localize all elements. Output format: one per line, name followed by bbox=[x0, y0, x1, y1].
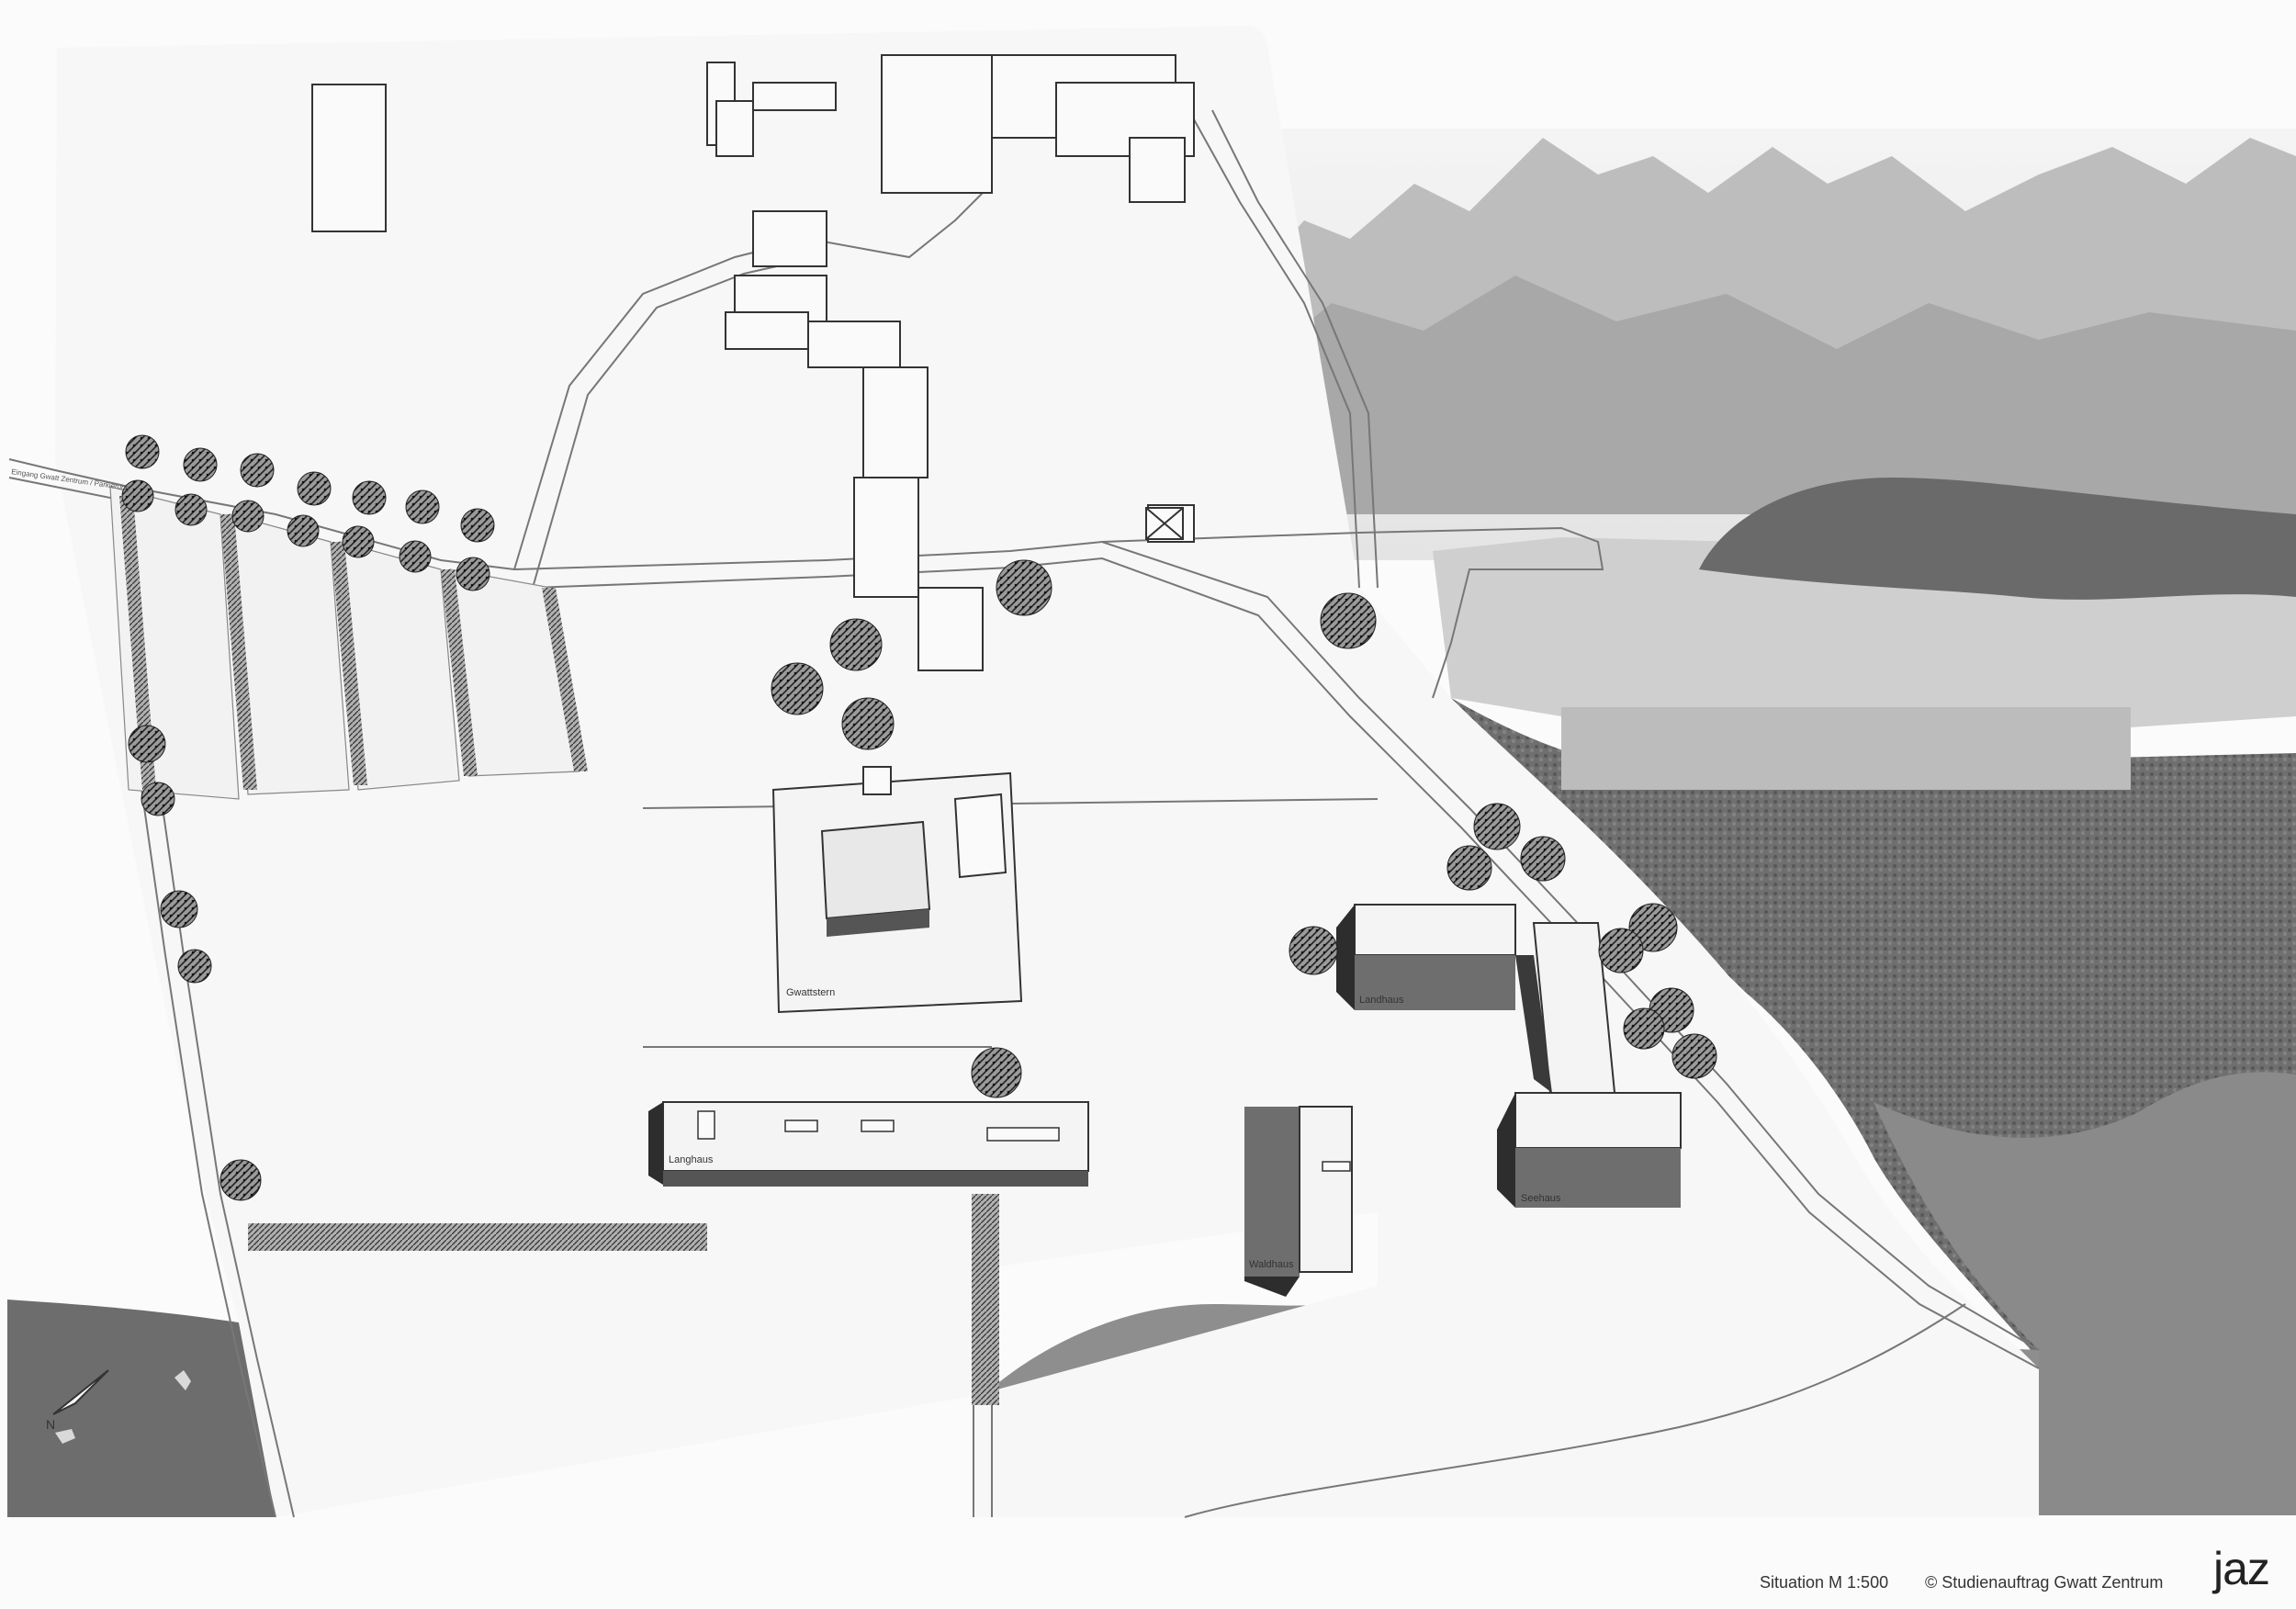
north-label: N bbox=[46, 1417, 55, 1432]
roads bbox=[8, 109, 2040, 1518]
label-waldhaus: Waldhaus bbox=[1249, 1259, 1294, 1270]
north-arrow-icon: N bbox=[46, 1369, 109, 1432]
parking-tree-rows bbox=[119, 496, 707, 1251]
building-seehaus: Seehaus bbox=[1497, 922, 1682, 1208]
brand-logo: jaz bbox=[2213, 1543, 2270, 1594]
building-langhaus: Langhaus bbox=[648, 1101, 1089, 1187]
hedge-path bbox=[972, 1194, 999, 1405]
peninsula-hill bbox=[1699, 478, 2296, 600]
photo-highlights bbox=[55, 1370, 191, 1444]
scale-caption: Situation M 1:500 bbox=[1760, 1573, 1889, 1592]
building-landhaus-east: Landhaus bbox=[1336, 904, 1516, 1010]
copyright-caption: © Studienauftrag Gwatt Zentrum bbox=[1925, 1573, 2164, 1592]
town-strip bbox=[1561, 707, 2131, 790]
lake-shore-tone bbox=[1874, 1072, 2296, 1515]
label-seehaus: Seehaus bbox=[1521, 1193, 1561, 1204]
building-waldhaus: Waldhaus bbox=[1244, 1106, 1353, 1297]
mountain-photo bbox=[1231, 129, 2296, 560]
label-gwattstern: Gwattstern bbox=[786, 987, 835, 998]
label-landhaus-east: Landhaus bbox=[1359, 995, 1404, 1006]
photo-bottom-left bbox=[7, 1300, 276, 1517]
cross-marker bbox=[1145, 507, 1184, 540]
building-gwattstern: Gwattstern bbox=[771, 766, 1023, 1014]
label-langhaus: Langhaus bbox=[669, 1154, 714, 1165]
trees bbox=[121, 434, 1717, 1201]
